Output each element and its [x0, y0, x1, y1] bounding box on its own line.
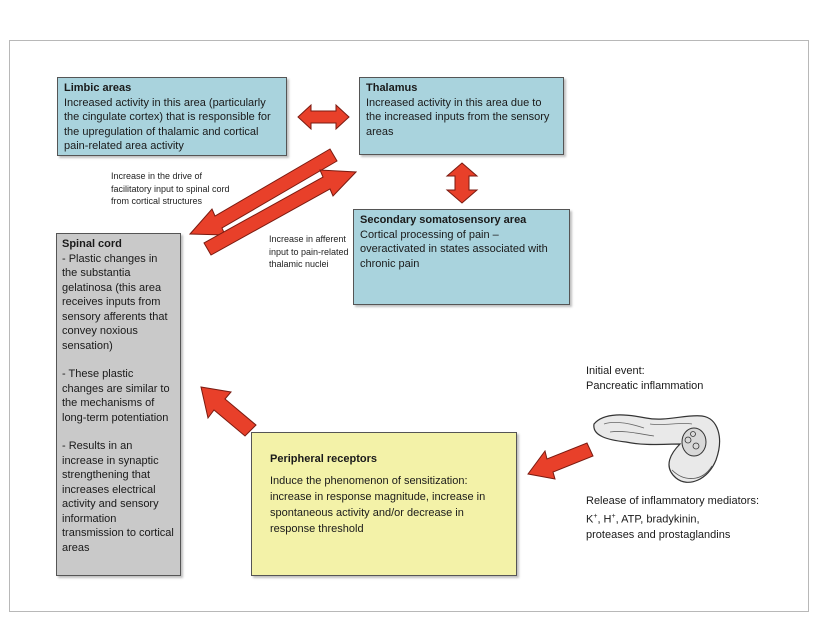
- thalamus-description: Increased activity in this area due to t…: [366, 96, 550, 138]
- initial-event-label: Initial event:: [586, 365, 645, 377]
- peripheral-receptors-title: Peripheral receptors: [270, 453, 377, 465]
- secondary-somatosensory-description: Cortical processing of pain – overactiva…: [360, 228, 548, 270]
- secondary-somatosensory-box: Secondary somatosensory area Cortical pr…: [353, 209, 570, 305]
- release-mediators-text: Release of inflammatory mediators: K+, H…: [586, 494, 806, 543]
- initial-event-text: Initial event: Pancreatic inflammation: [586, 364, 786, 394]
- limbic-areas-description: Increased activity in this area (particu…: [64, 96, 271, 153]
- release-mediators-label: Release of inflammatory mediators:: [586, 495, 760, 507]
- release-mediators-ions: K+, H+, ATP, bradykinin,: [586, 513, 700, 526]
- peripheral-receptors-box: Peripheral receptors Induce the phenomen…: [251, 432, 517, 576]
- spinal-cord-box: Spinal cord - Plastic changes in the sub…: [56, 233, 181, 576]
- thalamus-box: Thalamus Increased activity in this area…: [359, 77, 564, 155]
- spinal-cord-point: - Plastic changes in the substantia gela…: [62, 252, 168, 352]
- spinal-cord-point: - Results in an increase in synaptic str…: [62, 440, 174, 554]
- secondary-somatosensory-title: Secondary somatosensory area: [360, 214, 527, 226]
- thalamus-title: Thalamus: [366, 82, 418, 94]
- spinal-cord-title: Spinal cord: [62, 238, 122, 250]
- limbic-areas-title: Limbic areas: [64, 82, 132, 94]
- afferent-input-note: Increase in afferent input to pain-relat…: [269, 234, 349, 269]
- release-mediators-list: proteases and prostaglandins: [586, 528, 731, 541]
- limbic-areas-box: Limbic areas Increased activity in this …: [57, 77, 287, 156]
- facilitatory-input-note: Increase in the drive of facilitatory in…: [111, 171, 230, 206]
- spinal-cord-point: - These plastic changes are similar to t…: [62, 368, 170, 424]
- peripheral-receptors-description: Induce the phenomenon of sensitization: …: [270, 475, 486, 535]
- initial-event-value: Pancreatic inflammation: [586, 380, 704, 392]
